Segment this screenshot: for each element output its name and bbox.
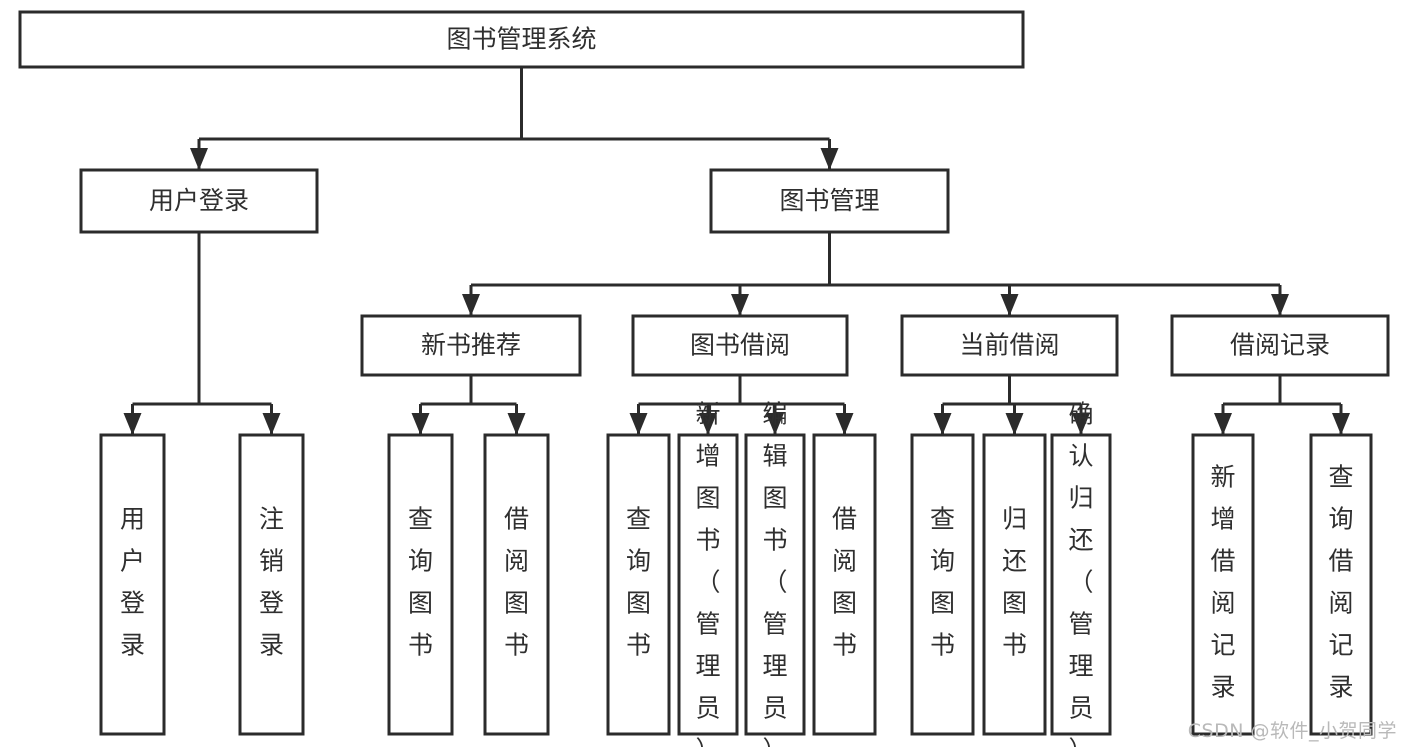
arrow-head-icon xyxy=(731,294,749,316)
arrow-head-icon xyxy=(699,413,717,435)
arrow-head-icon xyxy=(1005,413,1024,435)
node-box-root xyxy=(18,10,1025,69)
arrow-head-icon xyxy=(766,413,784,435)
arrow-head-icon xyxy=(629,413,648,435)
node-leaf-add-book-admin[interactable]: 新增图书（管理员） xyxy=(677,400,739,747)
node-leaf-query-borrow-record[interactable]: 查询借阅记录 xyxy=(1309,433,1373,736)
node-current-borrow[interactable]: 当前借阅 xyxy=(900,314,1119,377)
node-leaf-return-book[interactable]: 归还图书 xyxy=(982,433,1047,736)
node-box-leaf-query-book-borrow xyxy=(606,433,671,736)
node-user-login[interactable]: 用户登录 xyxy=(79,168,319,234)
arrow-head-icon xyxy=(933,413,952,435)
arrow-head-icon xyxy=(462,294,480,316)
node-box-leaf-logout xyxy=(238,433,305,736)
node-label-leaf-query-book-current: 查询图书 xyxy=(930,505,955,660)
node-box-leaf-add-book-admin xyxy=(677,433,739,736)
node-box-user-login xyxy=(79,168,319,234)
node-box-leaf-borrow-book xyxy=(812,433,877,736)
connector-group-root xyxy=(190,67,839,170)
node-box-leaf-user-login xyxy=(99,433,166,736)
node-leaf-user-login[interactable]: 用户登录 xyxy=(99,433,166,736)
node-root[interactable]: 图书管理系统 xyxy=(18,10,1025,69)
node-leaf-add-borrow-record[interactable]: 新增借阅记录 xyxy=(1191,433,1255,736)
node-layer: 图书管理系统用户登录图书管理新书推荐图书借阅当前借阅借阅记录用户登录注销登录查询… xyxy=(18,10,1390,747)
node-leaf-query-book-current[interactable]: 查询图书 xyxy=(910,433,975,736)
arrow-head-icon xyxy=(190,148,208,170)
arrow-head-icon xyxy=(1214,413,1232,435)
node-label-root: 图书管理系统 xyxy=(446,25,596,54)
node-label-leaf-borrow-book-rec: 借阅图书 xyxy=(504,505,529,660)
node-leaf-confirm-return-admin[interactable]: 确认归还（管理员） xyxy=(1050,400,1112,747)
node-label-leaf-user-login: 用户登录 xyxy=(120,505,145,660)
node-box-leaf-add-borrow-record xyxy=(1191,433,1255,736)
arrow-head-icon xyxy=(507,413,526,435)
connector-group-user-login xyxy=(123,232,281,435)
arrow-head-icon xyxy=(1271,294,1289,316)
connector-group-current-borrow xyxy=(933,375,1090,435)
node-borrow-record[interactable]: 借阅记录 xyxy=(1170,314,1390,377)
node-label-user-login: 用户登录 xyxy=(149,186,249,215)
connector-group-book-borrow xyxy=(629,375,854,435)
node-box-leaf-query-borrow-record xyxy=(1309,433,1373,736)
node-label-leaf-edit-book-admin: 编辑图书（管理员） xyxy=(762,400,787,747)
node-box-leaf-confirm-return-admin xyxy=(1050,433,1112,736)
node-box-leaf-edit-book-admin xyxy=(744,433,806,736)
arrow-head-icon xyxy=(1332,413,1350,435)
node-label-leaf-return-book: 归还图书 xyxy=(1002,505,1027,660)
node-label-leaf-query-book-borrow: 查询图书 xyxy=(626,505,651,660)
node-leaf-edit-book-admin[interactable]: 编辑图书（管理员） xyxy=(744,400,806,747)
node-book-management[interactable]: 图书管理 xyxy=(709,168,950,234)
node-new-book-recommend[interactable]: 新书推荐 xyxy=(360,314,582,377)
node-leaf-query-book-rec[interactable]: 查询图书 xyxy=(387,433,454,736)
arrow-head-icon xyxy=(835,413,854,435)
node-box-leaf-borrow-book-rec xyxy=(483,433,550,736)
node-label-leaf-borrow-book: 借阅图书 xyxy=(832,505,857,660)
node-box-book-management xyxy=(709,168,950,234)
node-book-borrow[interactable]: 图书借阅 xyxy=(631,314,849,377)
node-leaf-query-book-borrow[interactable]: 查询图书 xyxy=(606,433,671,736)
node-label-new-book-recommend: 新书推荐 xyxy=(421,331,521,360)
node-label-book-management: 图书管理 xyxy=(779,186,879,215)
node-label-leaf-confirm-return-admin: 确认归还（管理员） xyxy=(1068,400,1093,747)
node-leaf-borrow-book[interactable]: 借阅图书 xyxy=(812,433,877,736)
arrow-head-icon xyxy=(1000,294,1019,316)
node-box-book-borrow xyxy=(631,314,849,377)
node-box-borrow-record xyxy=(1170,314,1390,377)
node-box-current-borrow xyxy=(900,314,1119,377)
node-label-leaf-query-book-rec: 查询图书 xyxy=(408,505,433,660)
node-label-leaf-query-borrow-record: 查询借阅记录 xyxy=(1328,463,1353,702)
arrow-head-icon xyxy=(123,413,142,435)
arrow-head-icon xyxy=(1072,413,1090,435)
node-box-new-book-recommend xyxy=(360,314,582,377)
node-box-leaf-return-book xyxy=(982,433,1047,736)
connector-group-borrow-record xyxy=(1214,375,1350,435)
node-label-current-borrow: 当前借阅 xyxy=(959,331,1059,360)
node-label-borrow-record: 借阅记录 xyxy=(1230,331,1330,360)
node-label-leaf-add-book-admin: 新增图书（管理员） xyxy=(695,400,720,747)
connector-group-new-book-recommend xyxy=(411,375,526,435)
node-box-leaf-query-book-current xyxy=(910,433,975,736)
node-label-leaf-logout: 注销登录 xyxy=(259,505,284,660)
arrow-head-icon xyxy=(262,413,281,435)
node-leaf-logout[interactable]: 注销登录 xyxy=(238,433,305,736)
node-label-leaf-add-borrow-record: 新增借阅记录 xyxy=(1210,463,1235,702)
node-label-book-borrow: 图书借阅 xyxy=(690,331,790,360)
arrow-head-icon xyxy=(820,148,839,170)
node-leaf-borrow-book-rec[interactable]: 借阅图书 xyxy=(483,433,550,736)
connector-group-book-management xyxy=(462,232,1289,316)
arrow-head-icon xyxy=(411,413,430,435)
node-box-leaf-query-book-rec xyxy=(387,433,454,736)
connector-layer xyxy=(123,67,1350,435)
